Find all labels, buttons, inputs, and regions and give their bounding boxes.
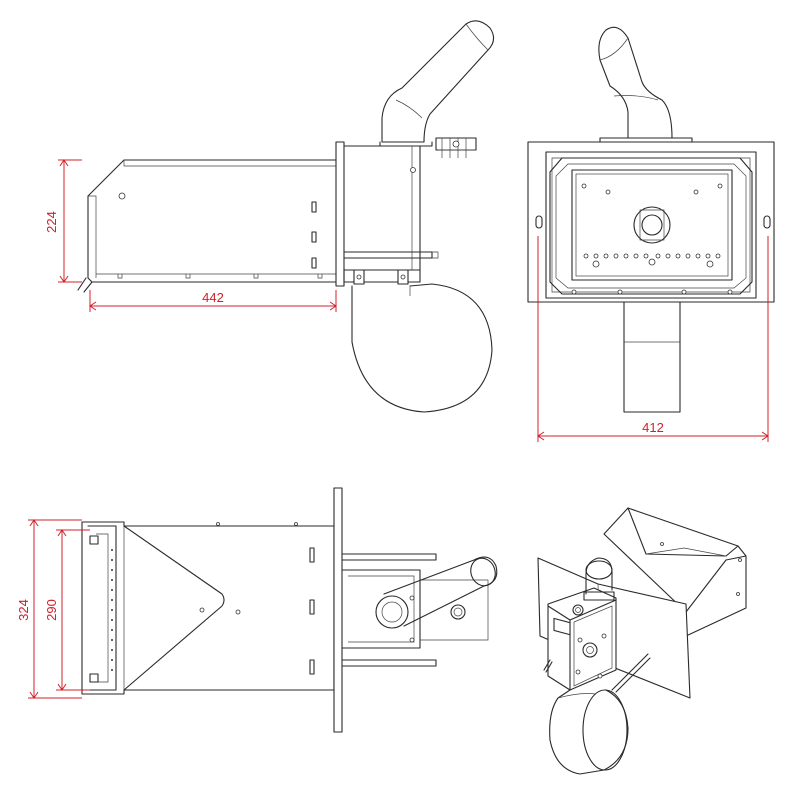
front-view: 412 [527,26,775,442]
dimension-290: 290 [44,599,59,621]
isometric-view [537,507,747,775]
dimension-324: 324 [16,599,31,621]
dimension-412: 412 [642,420,664,435]
side-view: 224 442 [44,20,495,413]
dimension-224: 224 [44,211,59,233]
top-view: 324 290 [16,487,498,733]
hole-row [583,253,721,268]
rail-dots [111,549,113,671]
dimension-442: 442 [202,290,224,305]
